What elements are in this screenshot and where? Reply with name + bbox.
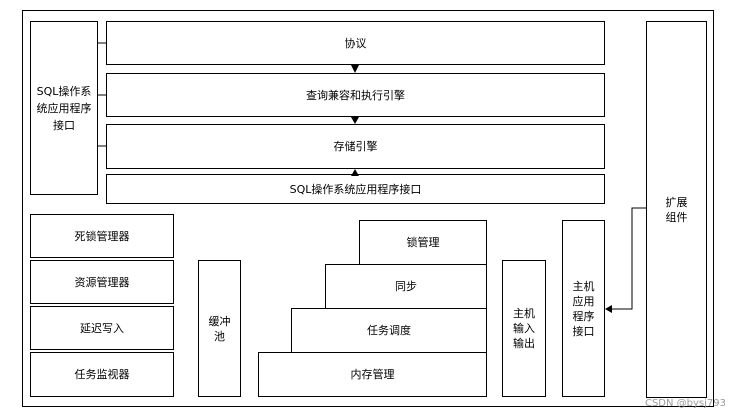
storage-engine-label: 存储引擎 (333, 140, 378, 153)
buffer-pool-box: 缓冲池 (198, 260, 241, 397)
task-scheduling-label: 任务调度 (367, 324, 411, 337)
host-api-label: 主机应用程序接口 (572, 279, 595, 338)
connector-extension-to-host-api (611, 207, 646, 310)
query-engine-layer: 查询兼容和执行引擎 (106, 73, 605, 117)
lock-manager-box: 锁管理 (359, 220, 487, 265)
storage-engine-layer: 存储引擎 (106, 124, 605, 169)
arrow-api-to-storage (351, 169, 359, 176)
extension-component-box: 扩展组件 (646, 21, 707, 398)
task-scheduling-box: 任务调度 (291, 308, 487, 353)
host-api-box: 主机应用程序接口 (562, 220, 605, 397)
deadlock-manager-box: 死锁管理器 (30, 214, 174, 258)
query-engine-label: 查询兼容和执行引擎 (306, 88, 405, 102)
arrow-into-host-api (605, 305, 612, 313)
sync-box: 同步 (325, 264, 487, 309)
task-monitor-box: 任务监视器 (30, 352, 174, 397)
left-sql-os-api-label: SQL操作系统应用程序接口 (36, 84, 92, 132)
resource-manager-label: 资源管理器 (74, 275, 130, 289)
lock-manager-label: 锁管理 (406, 236, 440, 249)
diagram-frame (22, 10, 714, 407)
arrow-query-to-storage (351, 117, 359, 124)
host-io-label: 主机输入输出 (513, 307, 535, 350)
deadlock-manager-label: 死锁管理器 (74, 229, 130, 243)
memory-management-label: 内存管理 (350, 368, 395, 381)
protocol-label: 协议 (344, 36, 367, 50)
memory-management-box: 内存管理 (258, 352, 487, 397)
protocol-layer: 协议 (106, 21, 605, 65)
host-io-box: 主机输入输出 (502, 260, 546, 397)
resource-manager-box: 资源管理器 (30, 260, 174, 304)
arrow-protocol-to-query (351, 65, 359, 73)
extension-component-label: 扩展组件 (665, 195, 688, 224)
lazy-writer-label: 延迟写入 (80, 321, 124, 335)
buffer-pool-label: 缓冲池 (208, 314, 231, 343)
lazy-writer-box: 延迟写入 (30, 306, 174, 350)
left-sql-os-api-box: SQL操作系统应用程序接口 (30, 21, 98, 195)
task-monitor-label: 任务监视器 (74, 368, 130, 381)
sql-os-api-layer: SQL操作系统应用程序接口 (106, 174, 605, 204)
sql-os-api-label: SQL操作系统应用程序接口 (289, 182, 422, 196)
sync-label: 同步 (395, 280, 417, 293)
watermark: CSDN @bysj793 (644, 398, 726, 409)
